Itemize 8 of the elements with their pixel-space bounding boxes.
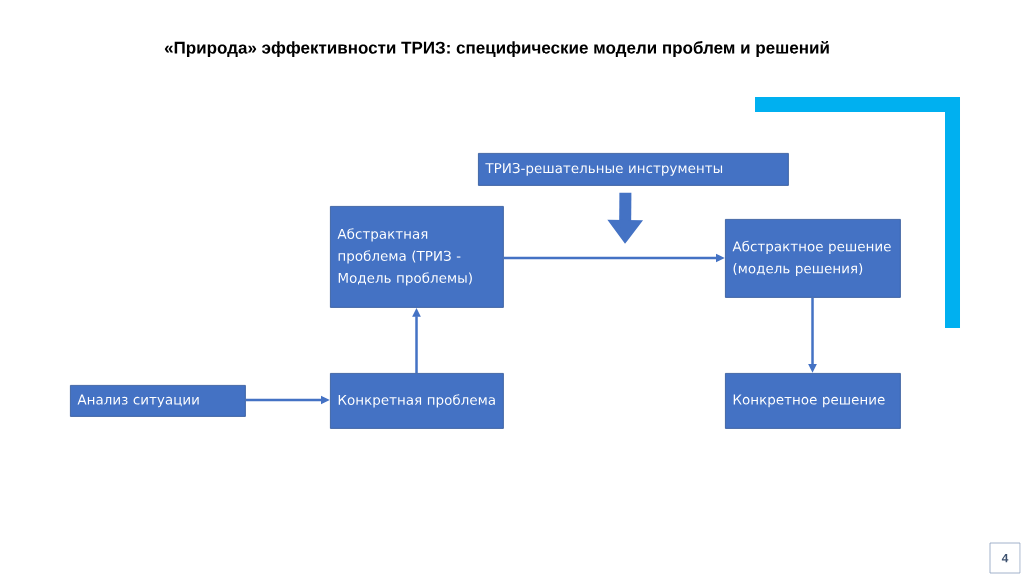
process-box: Абстрактная проблема (ТРИЗ - Модель проблемы) [330, 206, 504, 308]
process-box: Конкретная проблема [330, 373, 504, 429]
process-box: ТРИЗ-решательные инструменты [478, 153, 789, 186]
process-box: Анализ ситуации [70, 385, 246, 417]
process-box: Абстрактное решение (модель решения) [725, 219, 901, 298]
page-number: 4 [989, 542, 1021, 574]
process-box: Конкретное решение [725, 373, 901, 429]
title: «Природа» эффективности ТРИЗ: специфические модели проблем и решений [164, 40, 829, 58]
